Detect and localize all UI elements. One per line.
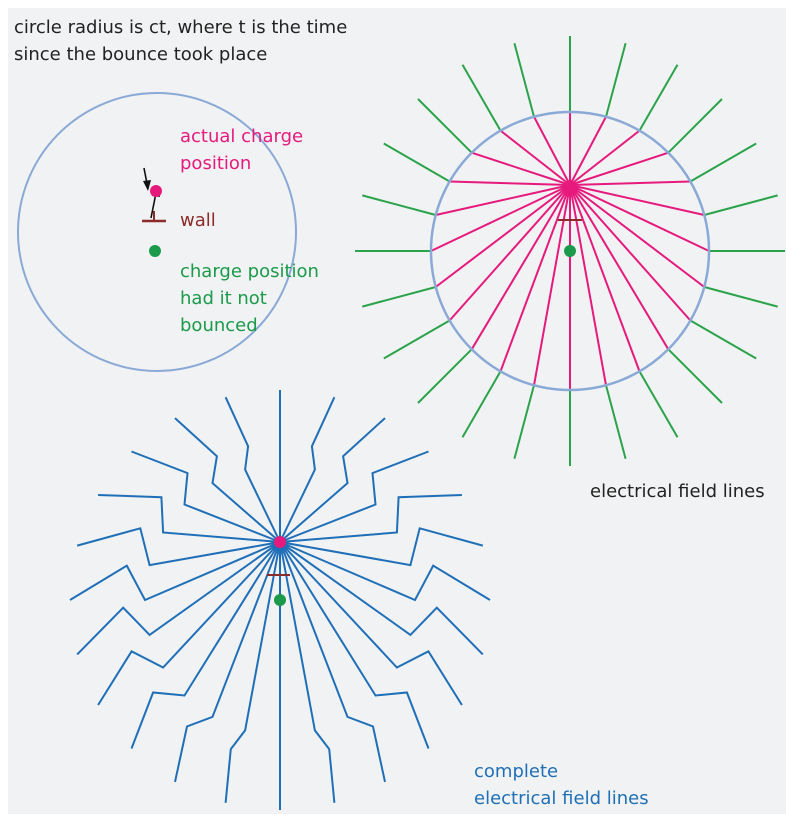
complete-field-line [76,527,281,567]
outer-field-line [704,194,778,216]
inner-field-line [430,184,571,252]
outer-field-line [689,319,757,360]
complete-field-line [279,527,484,567]
complete-field-line [279,541,491,602]
outer-field-line [638,370,679,438]
inner-field-line [569,184,670,350]
complete-field-line [98,494,281,543]
unbounced-charge-dot [149,245,161,257]
inner-field-line [569,184,641,372]
complete-field-line [279,541,336,803]
actual-charge-dot [150,185,162,197]
actual-charge-dot [565,180,575,190]
complete-field-line [69,541,281,602]
figure-caption: circle radius is ct, where t is the time… [14,17,348,65]
complete-field-line [224,541,281,803]
outer-field-line [417,98,473,154]
outer-field-line [383,142,451,183]
outer-field-line [417,348,473,404]
field-circle [429,110,711,392]
unbounced-charge-dot [274,594,286,606]
inner-field-line [499,129,571,186]
outer-field-line [362,286,436,308]
actual-charge-label: actual charge position [180,126,304,174]
complete-field-line [97,541,281,706]
complete-field-line [76,541,281,656]
inner-field-line [435,184,571,216]
inner-field-line [569,184,705,288]
unbounced-charge-dot [564,245,576,257]
inner-field-line [470,184,571,350]
inner-field-line [569,184,705,216]
complete-field-line [130,541,281,749]
incoming-arrow-head [143,180,151,191]
complete-field-line [279,541,484,656]
complete-field-line [279,541,430,749]
inner-field-line [499,184,571,372]
inner-field-line [533,184,571,386]
field-lines-panel [355,36,785,466]
outer-field-line [513,43,535,117]
inner-field-line [569,116,607,186]
inner-field-line [569,151,669,186]
unbounced-charge-label: charge position had it not bounced [180,261,319,336]
complete-field-line [279,541,463,706]
bounce-geometry-panel [17,92,297,372]
outer-field-line [704,286,778,308]
complete-field-line [174,541,281,783]
outer-field-lines [355,36,785,466]
complete-field-lines [69,390,491,810]
inner-field-line [435,184,571,288]
wall-label: wall [180,210,216,231]
inner-field-line [569,129,641,186]
outer-field-line [605,385,627,459]
complete-field-line [174,417,281,543]
inner-field-line [569,184,607,386]
inner-field-line [533,116,571,186]
outer-field-line [461,64,502,132]
outer-field-line [667,98,723,154]
complete-field-line [279,541,386,783]
expanding-circle [17,92,297,372]
actual-charge-dot [274,536,286,548]
inner-field-line [448,184,571,322]
inner-field-line [471,151,571,186]
complete-field-line [279,417,386,543]
complete-field-line [131,450,281,543]
outer-field-line [605,43,627,117]
complete-field-lines-label: complete electrical field lines [474,761,649,809]
inner-field-line [569,180,691,186]
complete-field-line [224,396,281,543]
inner-field-line [449,180,571,186]
outer-field-line [383,319,451,360]
inner-field-line [569,184,692,322]
outer-field-line [638,64,679,132]
field-lines-label: electrical field lines [590,481,765,502]
inner-field-line [569,184,710,252]
complete-field-lines-panel [69,390,491,810]
complete-field-line [279,450,429,543]
complete-field-line [279,494,462,543]
outer-field-line [667,348,723,404]
outer-field-line [362,194,436,216]
outer-field-line [461,370,502,438]
outer-field-line [513,385,535,459]
complete-field-line [279,396,336,543]
outer-field-line [689,142,757,183]
